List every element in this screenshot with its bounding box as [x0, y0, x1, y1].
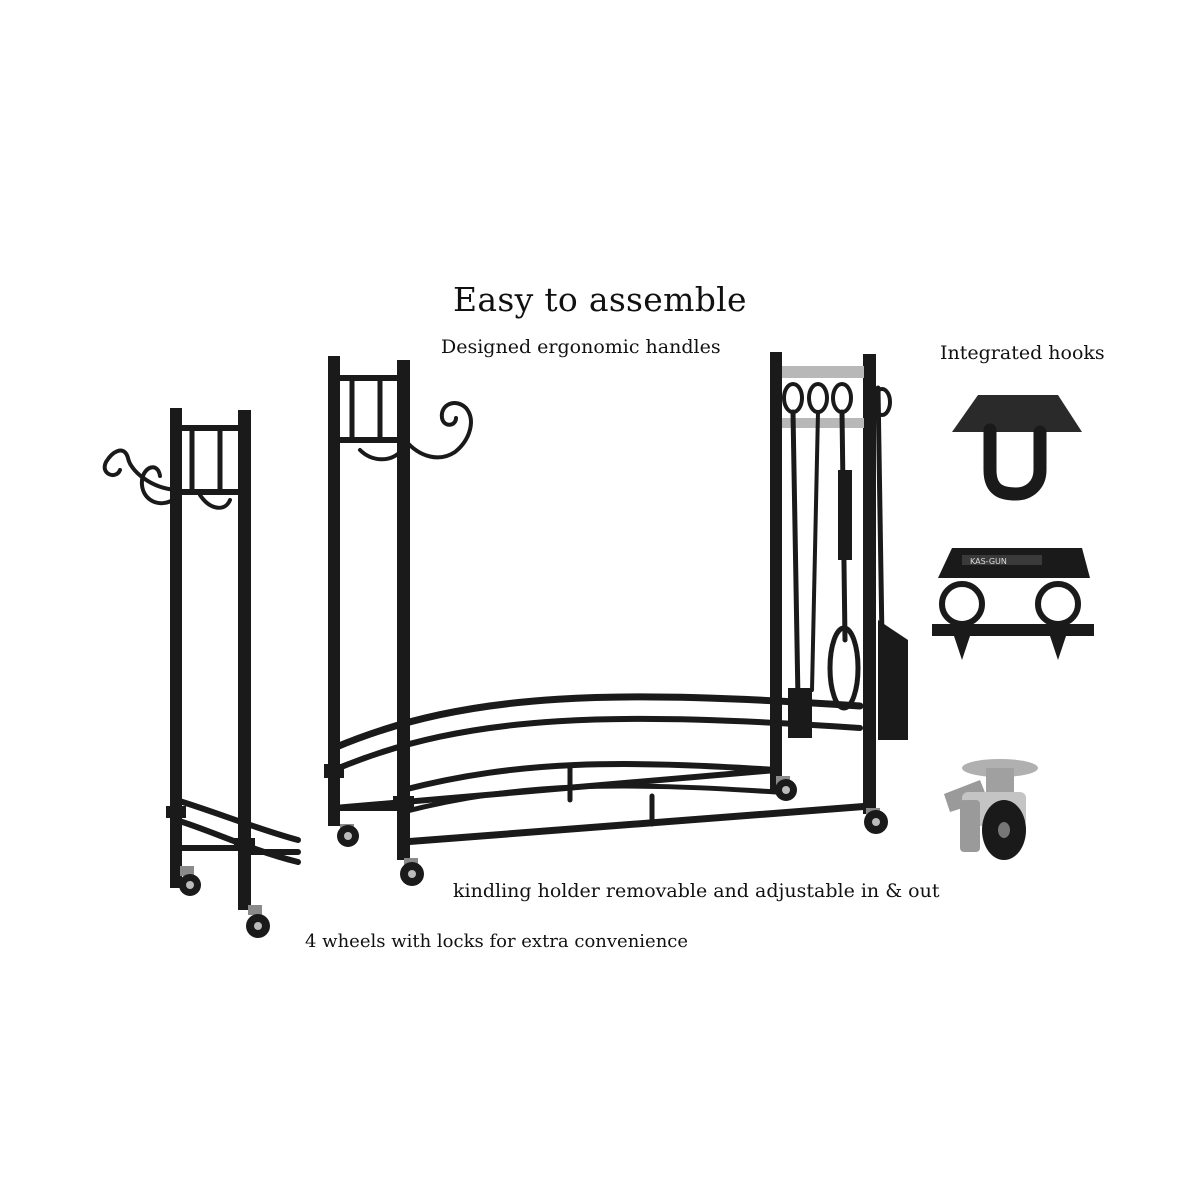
tool-hanger-bar-top [782, 366, 864, 378]
side-rack-front-post [170, 408, 182, 888]
side-rack-back-post [238, 410, 251, 910]
main-rack-wheel-2 [400, 858, 424, 886]
main-rack-right-back-post [863, 354, 876, 814]
poker-tip [788, 688, 812, 738]
hook-mount-plate [952, 395, 1082, 432]
single-hook-detail [952, 395, 1082, 501]
main-rack-right-front-post [770, 352, 782, 792]
shovel-head [878, 620, 908, 740]
caption-integrated-hooks: Integrated hooks [940, 342, 1105, 364]
main-rack-wheel-3 [775, 776, 797, 801]
side-rack-wheel-back [246, 905, 270, 938]
double-hook-bracket-detail: KAS-GUN [932, 548, 1094, 660]
caster-wheel-detail [944, 759, 1038, 860]
main-rack-wheel-4 [864, 808, 888, 834]
bracket-bar [932, 624, 1094, 636]
hook-curve [983, 423, 1047, 501]
tongs-head [827, 625, 861, 711]
headline-easy-to-assemble: Easy to assemble [453, 280, 747, 319]
main-rack-wheel-1 [337, 824, 359, 847]
caption-kindling-holder: kindling holder removable and adjustable… [453, 880, 940, 902]
bracket-brand-text: KAS-GUN [970, 557, 1007, 566]
tongs-tool [810, 410, 820, 692]
side-rack-wheel-front [179, 866, 201, 896]
caption-wheels-with-locks: 4 wheels with locks for extra convenienc… [305, 931, 689, 952]
fireplace-tools [782, 382, 908, 740]
main-rack-left-back-post [397, 360, 410, 860]
tool-hanger-bar-bottom [782, 418, 864, 428]
tool-handle-grip [838, 470, 852, 560]
brush-tool [875, 385, 885, 643]
side-view-rack [102, 408, 301, 938]
main-rack-left-front-post [328, 356, 340, 826]
main-log-rack [324, 352, 908, 886]
poker-tool [790, 409, 801, 703]
caption-ergonomic-handles: Designed ergonomic handles [441, 336, 721, 358]
